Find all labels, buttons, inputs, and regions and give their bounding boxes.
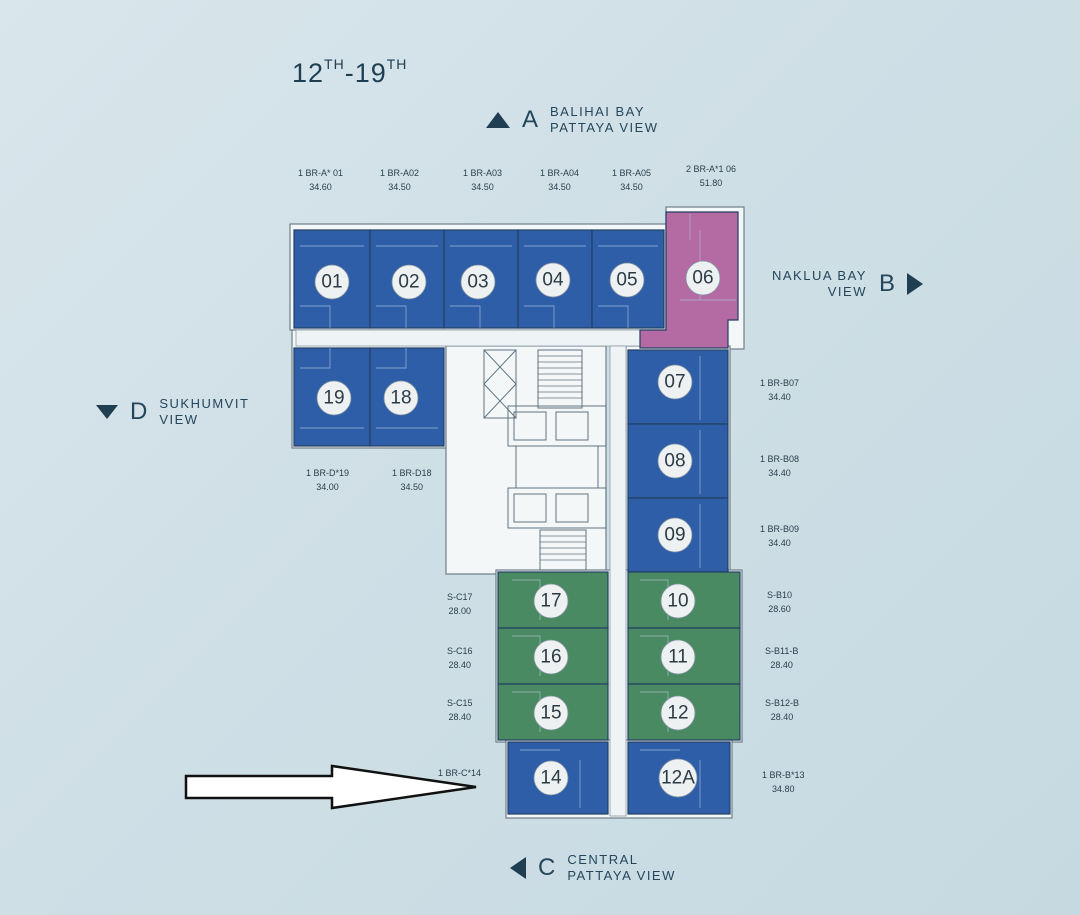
view-c-letter: C [538, 854, 556, 881]
unit-number-19: 19 [323, 388, 344, 409]
unit-number-12: 12 [667, 703, 688, 724]
lifts-top [507, 405, 607, 447]
unit-number-03: 03 [467, 272, 488, 293]
unit-number-18: 18 [390, 388, 411, 409]
unit-number-08: 08 [664, 451, 685, 472]
unit-number-02: 02 [398, 272, 419, 293]
triangle-right-icon [906, 273, 923, 295]
unit-label-14: 1 BR-C*14 [438, 768, 482, 778]
view-c-name: CENTRAL PATTAYA VIEW [567, 852, 676, 883]
unit-number-16: 16 [540, 647, 561, 668]
top-corridor [295, 329, 649, 347]
unit-number-11: 11 [668, 647, 688, 668]
stair-bottom [539, 529, 587, 571]
view-c: C CENTRAL PATTAYA VIEW [510, 852, 676, 884]
view-b-letter: B [878, 270, 895, 297]
triangle-up-icon [486, 112, 510, 128]
view-b-name: NAKLUA BAY VIEW [772, 268, 867, 299]
floor-title: 12TH-19TH [292, 56, 408, 88]
unit-number-04: 04 [542, 270, 564, 291]
view-a: A BALIHAI BAY PATTAYA VIEW [486, 104, 659, 136]
unit-number-09: 09 [664, 525, 685, 546]
stair-top [537, 349, 583, 409]
view-d-name: SUKHUMVIT VIEW [159, 396, 250, 427]
unit-number-15: 15 [540, 703, 561, 724]
view-d: D SUKHUMVIT VIEW [96, 396, 249, 428]
view-a-letter: A [522, 106, 539, 133]
unit-number-12a: 12A [661, 768, 695, 789]
unit-number-07: 07 [664, 372, 685, 393]
view-a-name: BALIHAI BAY PATTAYA VIEW [550, 104, 659, 135]
unit-number-05: 05 [616, 270, 637, 291]
lifts-bottom [507, 487, 607, 529]
unit-number-17: 17 [540, 591, 561, 612]
view-d-letter: D [130, 398, 148, 425]
view-b: NAKLUA BAY VIEW B [772, 268, 923, 300]
unit-number-14: 14 [540, 768, 562, 789]
triangle-down-icon [96, 405, 118, 419]
triangle-left-icon [510, 857, 526, 879]
unit-number-10: 10 [667, 591, 688, 612]
east-corridor [609, 345, 627, 817]
pointer-arrow-icon [184, 764, 477, 810]
unit-number-01: 01 [321, 272, 342, 293]
unit-12 [627, 683, 741, 741]
unit-number-06: 06 [692, 268, 713, 289]
unit-15 [497, 683, 609, 741]
